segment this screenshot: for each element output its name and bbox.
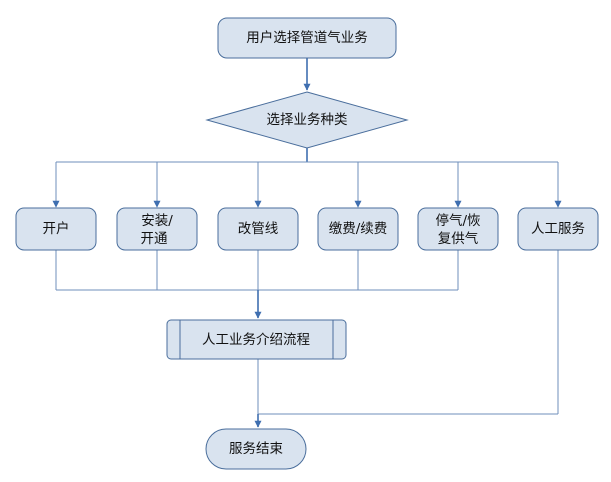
option-6-shape — [517, 207, 599, 251]
decision-node-label: 选择业务种类 — [267, 112, 348, 128]
end-node: 服务结束 — [205, 428, 307, 470]
option-5-label-line-2: 复供气 — [438, 230, 479, 247]
option-5-shape — [417, 207, 499, 251]
end-node-label: 服务结束 — [229, 441, 283, 457]
option-5-label-line-1: 停气/恢 — [435, 212, 480, 229]
start-node-label: 用户选择管道气业务 — [246, 29, 368, 46]
option-1: 开户 — [15, 207, 97, 251]
decision-node-shape — [205, 91, 409, 149]
option-3-shape — [217, 207, 299, 251]
edges — [52, 58, 562, 428]
option-6: 人工服务 — [517, 207, 599, 251]
option-4: 缴费/续费 — [317, 207, 399, 251]
start-node: 用户选择管道气业务 — [217, 17, 397, 59]
option-1-label: 开户 — [43, 220, 70, 237]
option-4-label: 缴费/续费 — [329, 221, 388, 237]
option-6-label: 人工服务 — [531, 221, 585, 237]
option-3: 改管线 — [217, 207, 299, 251]
option-1-shape — [15, 207, 97, 251]
end-node-shape — [205, 428, 307, 470]
decision-node: 选择业务种类 — [205, 91, 409, 149]
option-2-label-line-2: 开通 — [141, 231, 168, 247]
option-4-shape — [317, 207, 399, 251]
process-node-label: 人工业务介绍流程 — [202, 332, 310, 348]
process-node: 人工业务介绍流程 — [166, 319, 347, 360]
start-node-shape — [217, 17, 397, 59]
option-2: 安装/ 开通 — [116, 207, 198, 251]
process-node-shape — [166, 319, 347, 360]
option-3-label: 改管线 — [238, 221, 279, 237]
option-2-label-line-1: 安装/ — [141, 213, 173, 229]
option-5: 停气/恢 复供气 — [417, 207, 499, 251]
option-2-shape — [116, 207, 198, 251]
